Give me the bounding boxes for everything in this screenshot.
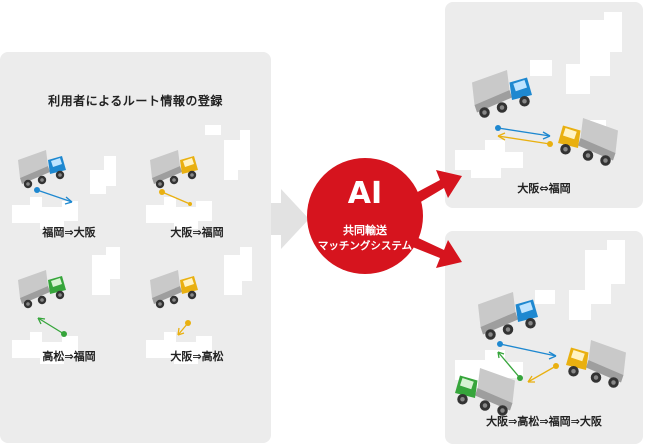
ai-subtitle-1: 共同輸送 bbox=[343, 224, 387, 237]
truck-yellow-icon bbox=[150, 270, 198, 309]
route-label-fukuoka-osaka: 福岡⇒大阪 bbox=[42, 226, 96, 239]
route-lines bbox=[34, 187, 192, 337]
route-label-takamatsu-fukuoka: 高松⇒福岡 bbox=[42, 350, 96, 363]
ai-matching-circle bbox=[307, 158, 423, 274]
result-label-osaka-fukuoka: 大阪⇔福岡 bbox=[517, 182, 571, 195]
truck-blue-icon bbox=[472, 70, 532, 118]
red-arrow-down bbox=[410, 236, 462, 268]
flow-arrow bbox=[271, 189, 309, 249]
registration-title: 利用者によるルート情報の登録 bbox=[48, 94, 223, 108]
truck-green-icon bbox=[455, 368, 515, 416]
japan-map-shapes bbox=[12, 12, 625, 388]
route-label-osaka-takamatsu: 大阪⇒高松 bbox=[170, 350, 224, 363]
truck-yellow-icon bbox=[558, 118, 618, 166]
red-arrow-up bbox=[410, 170, 462, 206]
result-label-multi-route: 大阪⇒高松⇒福岡⇒大阪 bbox=[486, 415, 602, 428]
truck-green-icon bbox=[18, 270, 66, 309]
truck-yellow-icon bbox=[150, 150, 198, 189]
truck-blue-icon bbox=[478, 292, 538, 340]
ai-title: AI bbox=[347, 176, 383, 211]
route-lines bbox=[495, 125, 553, 147]
registration-panel bbox=[0, 52, 271, 443]
truck-yellow-icon bbox=[566, 340, 626, 388]
ai-subtitle-2: マッチングシステム bbox=[317, 240, 413, 252]
route-lines bbox=[497, 341, 559, 383]
truck-blue-icon bbox=[18, 150, 66, 189]
route-label-osaka-fukuoka: 大阪⇒福岡 bbox=[170, 226, 224, 239]
